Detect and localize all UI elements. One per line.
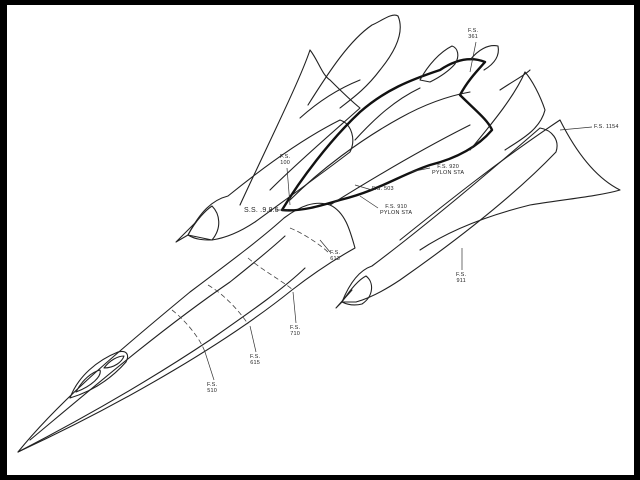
fuselage-lower-line (29, 235, 286, 441)
label-fs-361-line2: 361 (468, 34, 479, 40)
label-fs-1154-prefix: F.S. (594, 124, 605, 130)
label-fs-510: F.S. 510 (207, 382, 217, 394)
drawing-sheet (7, 5, 634, 475)
leader-fs-503 (354, 184, 373, 191)
label-fs-100: F.S. 100 (280, 154, 290, 166)
left-wing (239, 49, 361, 206)
label-fs-911-line1: F.S. (456, 272, 467, 278)
leader-fs-613 (319, 239, 331, 253)
canopy-window-rear (103, 355, 125, 369)
label-fs-615-line2: 615 (250, 360, 261, 366)
right-wing (399, 119, 621, 251)
label-fs-920-line2: PYLON STA (432, 170, 465, 176)
canopy-frame (69, 350, 129, 399)
label-fs-910-line1: F.S. 910 (385, 204, 408, 210)
label-fs-910-line2: PYLON STA (380, 210, 413, 216)
label-fs-100-line1: F.S. (280, 154, 291, 160)
fuselage-outline (17, 202, 356, 453)
station-ring-710 (247, 257, 294, 291)
leader-fs-920 (409, 167, 431, 173)
leader-fs-361 (469, 41, 477, 73)
label-fs-1154: F.S. 1154 (594, 124, 619, 130)
right-inlet-spike (341, 275, 373, 306)
label-fs-710: F.S. 710 (290, 325, 300, 337)
label-fs-613: F.S. 613 (330, 250, 340, 262)
canopy-window-front (75, 369, 101, 393)
label-fs-710-line2: 710 (290, 331, 301, 337)
right-inlet-cone (335, 289, 353, 309)
left-vertical-tail (307, 14, 401, 109)
label-fs-911-line2: 911 (456, 278, 466, 284)
left-tail-root (299, 79, 361, 119)
left-nacelle (187, 119, 354, 241)
label-fs-503: F.S. 503 (372, 186, 394, 192)
label-fs-613-line2: 613 (330, 256, 341, 262)
label-fs-615: F.S. 615 (250, 354, 260, 366)
right-vertical-tail (469, 71, 546, 151)
drone-fin-right (469, 45, 499, 71)
station-ring-510 (171, 309, 206, 353)
label-fs-361-line1: F.S. (468, 28, 479, 34)
label-ss-985: S.S. .9.8.5 (244, 207, 279, 214)
leader-fs-710 (292, 291, 297, 324)
label-fs-1154-number: 1154 (606, 124, 619, 130)
label-fs-920-pylon: F.S. 920 PYLON STA (432, 164, 464, 176)
drone-outline (280, 58, 494, 212)
right-tail-upper (499, 69, 531, 91)
label-fs-613-line1: F.S. (330, 250, 341, 256)
drone-wing-left (354, 87, 421, 141)
label-fs-510-line1: F.S. (207, 382, 218, 388)
drone-spine (289, 91, 471, 201)
station-ring-615 (207, 284, 249, 325)
left-inlet-spike (187, 205, 220, 241)
label-fs-615-line1: F.S. (250, 354, 261, 360)
label-fs-100-line2: 100 (280, 160, 291, 166)
leader-fs-910 (359, 195, 379, 209)
leader-fs-100 (286, 167, 291, 206)
label-fs-510-line2: 510 (207, 388, 218, 394)
leader-fs-1154 (559, 126, 593, 131)
leader-fs-615 (249, 325, 257, 353)
label-fs-910-pylon: F.S. 910 PYLON STA (380, 204, 412, 216)
label-fs-920-line1: F.S. 920 (437, 164, 460, 170)
drone-fin (419, 45, 459, 83)
station-ring-613 (289, 227, 331, 255)
fuselage-chine (17, 267, 306, 453)
leader-fs-510 (204, 351, 215, 381)
right-nacelle (341, 127, 558, 303)
label-fs-911: F.S. 911 (456, 272, 466, 284)
label-fs-710-line1: F.S. (290, 325, 301, 331)
label-fs-361: F.S. 361 (468, 28, 478, 40)
left-inlet-cone (175, 221, 197, 243)
center-body-line (329, 124, 471, 206)
